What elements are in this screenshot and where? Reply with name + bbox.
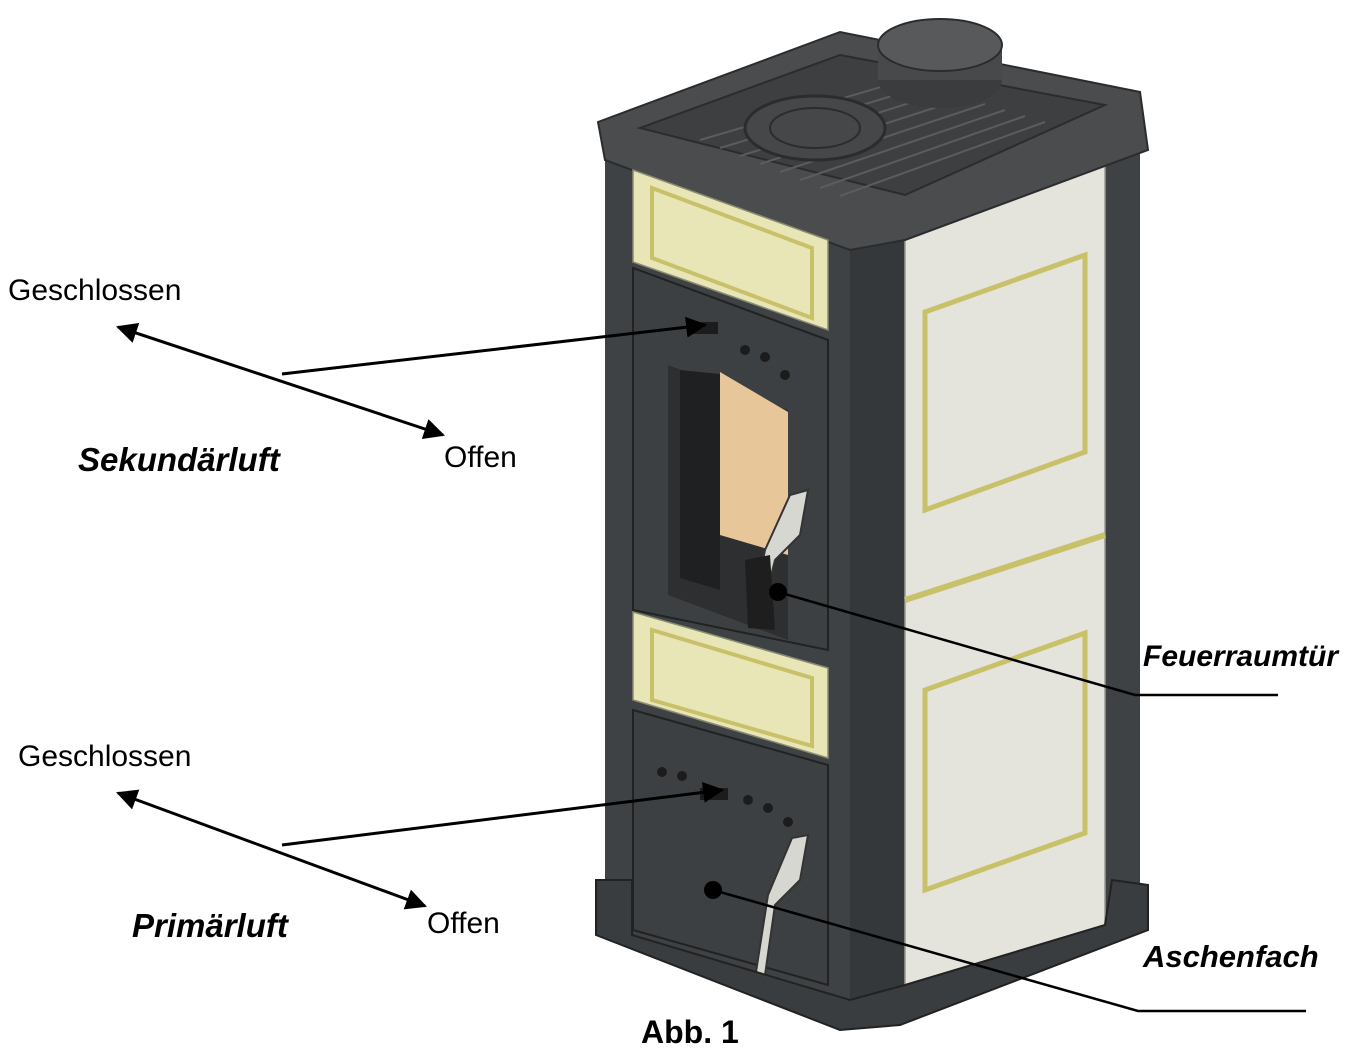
stove-base bbox=[595, 878, 1149, 1032]
secondary-air-title: Sekundärluft bbox=[78, 441, 280, 478]
front-lower-ceramic bbox=[632, 611, 829, 760]
front-upper-inset bbox=[650, 185, 814, 321]
side-middle-trim bbox=[904, 532, 1106, 603]
door-latch bbox=[745, 555, 775, 630]
firebox-door-callout bbox=[769, 583, 1278, 697]
primary-closed-label: Geschlossen bbox=[18, 740, 192, 773]
side-lower-frame bbox=[922, 629, 1088, 894]
side-upper-frame bbox=[922, 251, 1088, 514]
firebox-door-leader bbox=[777, 590, 1278, 697]
ash-drawer-label: Aschenfach bbox=[1143, 939, 1319, 974]
stove-right-edge bbox=[1105, 148, 1140, 935]
primary-air-arrows bbox=[116, 781, 725, 910]
fire-glass bbox=[720, 372, 788, 555]
flue-collar-top bbox=[877, 18, 1003, 72]
primary-air-title: Primärluft bbox=[132, 907, 288, 944]
secondary-open-label: Offen bbox=[444, 441, 517, 474]
stove-illustration bbox=[595, 18, 1150, 1032]
firebox-inner-shadow bbox=[680, 370, 720, 590]
cooking-ring-outer bbox=[743, 94, 887, 162]
secondary-closed-label: Geschlossen bbox=[8, 274, 182, 307]
secondary-direction-arrow bbox=[116, 322, 445, 440]
front-lower-inset bbox=[650, 627, 814, 749]
ash-drawer-callout bbox=[704, 881, 1306, 1013]
primary-open-label: Offen bbox=[427, 907, 500, 940]
front-upper-ceramic bbox=[632, 168, 829, 332]
primary-direction-arrow bbox=[116, 789, 427, 910]
ash-door-handle bbox=[754, 833, 810, 977]
ash-drawer-leader bbox=[712, 888, 1306, 1013]
cooking-ring-inner bbox=[769, 107, 861, 149]
figure-caption: Abb. 1 bbox=[641, 1014, 739, 1050]
firebox-door-label: Feuerraumtür bbox=[1143, 640, 1339, 673]
secondary-air-arrows bbox=[116, 316, 708, 440]
